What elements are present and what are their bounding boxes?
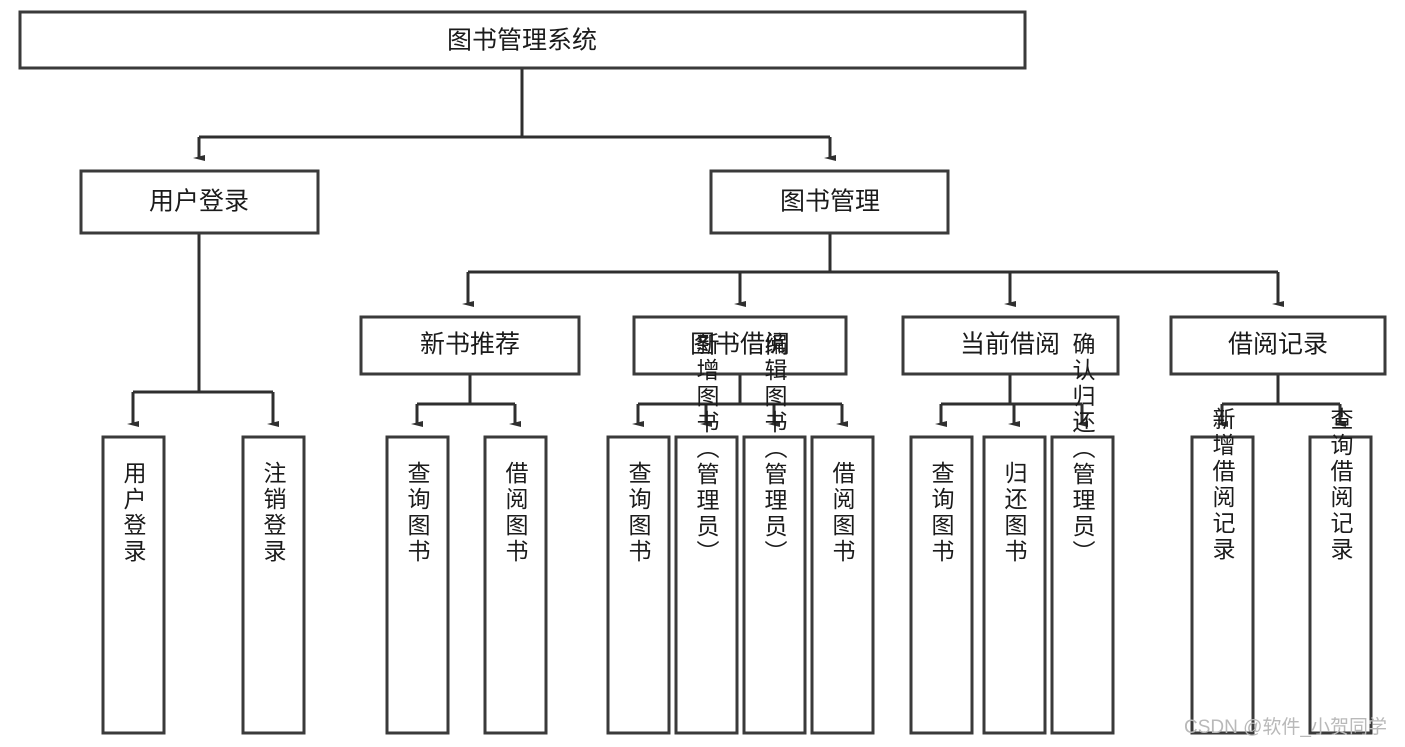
node-leaf-add-book-label: 新增图书（管理员） <box>693 332 720 566</box>
node-user-login-label: 用户登录 <box>149 188 249 216</box>
node-new-book-rec-label: 新书推荐 <box>420 331 520 359</box>
node-leaf-borrow-book-box[interactable] <box>810 435 875 735</box>
node-leaf-query-book-borrow[interactable]: 查询图书 <box>606 435 671 735</box>
node-leaf-query-book-borrow-box[interactable] <box>606 435 671 735</box>
node-leaf-add-record-label: 新增借阅记录 <box>1209 407 1236 563</box>
node-leaf-query-book-rec-box[interactable] <box>385 435 450 735</box>
node-book-borrow-label: 图书借阅 <box>690 331 790 359</box>
node-book-borrow-box[interactable] <box>632 315 848 376</box>
node-leaf-query-book-borrow-label: 查询图书 <box>625 461 652 565</box>
node-borrow-record-box[interactable] <box>1169 315 1387 376</box>
node-leaf-add-record[interactable]: 新增借阅记录 <box>1190 407 1255 735</box>
node-leaf-confirm-return-label: 确认归还（管理员） <box>1069 332 1096 566</box>
node-leaf-borrow-book-rec-box[interactable] <box>483 435 548 735</box>
node-leaf-query-record[interactable]: 查询借阅记录 <box>1308 407 1373 735</box>
node-user-login-box[interactable] <box>79 169 320 235</box>
node-current-borrow-label: 当前借阅 <box>960 331 1060 359</box>
node-leaf-borrow-book-rec[interactable]: 借阅图书 <box>483 435 548 735</box>
node-leaf-return-book[interactable]: 归还图书 <box>982 435 1047 735</box>
node-current-borrow[interactable]: 当前借阅 <box>901 315 1120 376</box>
node-leaf-query-book-rec[interactable]: 查询图书 <box>385 435 450 735</box>
node-borrow-record-label: 借阅记录 <box>1228 331 1328 359</box>
node-leaf-user-login[interactable]: 用户登录 <box>101 435 166 735</box>
node-leaf-borrow-book-label: 借阅图书 <box>829 461 856 565</box>
node-leaf-query-record-label: 查询借阅记录 <box>1327 407 1354 563</box>
node-leaf-query-record-box[interactable] <box>1308 435 1373 735</box>
edge-layer <box>127 68 1346 427</box>
node-leaf-add-book[interactable]: 新增图书（管理员） <box>674 332 739 735</box>
node-new-book-rec[interactable]: 新书推荐 <box>359 315 581 376</box>
node-borrow-record[interactable]: 借阅记录 <box>1169 315 1387 376</box>
node-current-borrow-box[interactable] <box>901 315 1120 376</box>
node-leaf-confirm-return[interactable]: 确认归还（管理员） <box>1050 332 1115 735</box>
node-new-book-rec-box[interactable] <box>359 315 581 376</box>
node-leaf-query-book-cur-box[interactable] <box>909 435 974 735</box>
node-leaf-confirm-return-box[interactable] <box>1050 435 1115 735</box>
node-leaf-logout-label: 注销登录 <box>260 461 287 565</box>
node-book-manage-label: 图书管理 <box>780 188 880 216</box>
node-leaf-query-book-cur-label: 查询图书 <box>928 461 955 565</box>
node-root-label: 图书管理系统 <box>447 27 597 55</box>
node-root-box[interactable] <box>18 10 1027 70</box>
node-leaf-add-book-box[interactable] <box>674 435 739 735</box>
node-leaf-return-book-box[interactable] <box>982 435 1047 735</box>
node-root[interactable]: 图书管理系统 <box>18 10 1027 70</box>
node-leaf-add-record-box[interactable] <box>1190 435 1255 735</box>
node-leaf-logout[interactable]: 注销登录 <box>241 435 306 735</box>
node-leaf-query-book-rec-label: 查询图书 <box>404 461 431 565</box>
node-leaf-edit-book[interactable]: 编辑图书（管理员） <box>742 332 807 735</box>
node-user-login[interactable]: 用户登录 <box>79 169 320 235</box>
node-book-manage-box[interactable] <box>709 169 950 235</box>
node-leaf-return-book-label: 归还图书 <box>1001 461 1028 565</box>
node-leaf-user-login-label: 用户登录 <box>120 461 147 565</box>
node-leaf-query-book-cur[interactable]: 查询图书 <box>909 435 974 735</box>
node-leaf-borrow-book[interactable]: 借阅图书 <box>810 435 875 735</box>
node-book-borrow[interactable]: 图书借阅 <box>632 315 848 376</box>
node-leaf-borrow-book-rec-label: 借阅图书 <box>502 461 529 565</box>
node-leaf-logout-box[interactable] <box>241 435 306 735</box>
node-leaf-edit-book-label: 编辑图书（管理员） <box>761 332 788 566</box>
node-leaf-user-login-box[interactable] <box>101 435 166 735</box>
node-book-manage[interactable]: 图书管理 <box>709 169 950 235</box>
node-leaf-edit-book-box[interactable] <box>742 435 807 735</box>
